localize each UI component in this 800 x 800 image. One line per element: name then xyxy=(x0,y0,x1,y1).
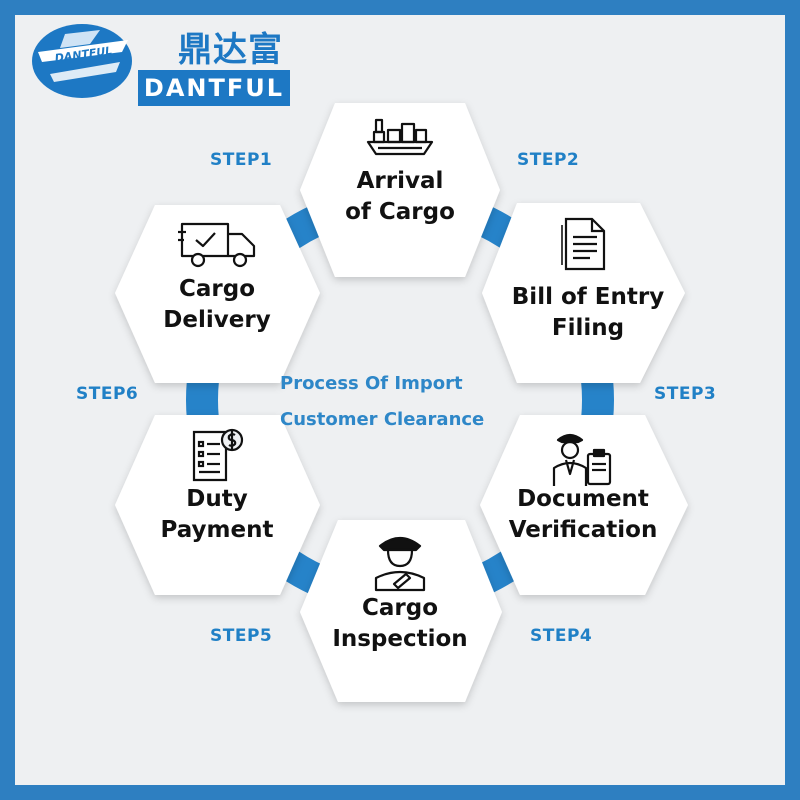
brand-emblem-icon: DANTFUL xyxy=(32,24,132,98)
step-5-label: STEP5 xyxy=(210,626,273,646)
delivery-truck-icon xyxy=(178,222,256,268)
brand-en-name: DANTFUL xyxy=(138,70,290,106)
node-bill-line2: Filing xyxy=(551,315,625,341)
hex-duty xyxy=(115,415,320,595)
step-2-label: STEP2 xyxy=(517,150,580,170)
node-delivery-line1: Cargo xyxy=(178,276,255,302)
node-arrival-label: Arrival of Cargo xyxy=(300,166,500,228)
brand-cn-name: 鼎达富 xyxy=(178,30,283,70)
node-arrival-line2: of Cargo xyxy=(345,199,455,225)
hex-bill xyxy=(482,203,685,383)
officer-clipboard-icon xyxy=(552,433,612,486)
node-bill-line1: Bill of Entry xyxy=(511,284,665,310)
hex-verification xyxy=(480,415,688,595)
step-1-label: STEP1 xyxy=(210,150,273,170)
node-verification-line2: Verification xyxy=(508,517,658,543)
step-4-label: STEP4 xyxy=(530,626,593,646)
center-title-line2: Customer Clearance xyxy=(280,409,485,430)
node-duty-line1: Duty xyxy=(186,486,248,512)
node-delivery-line2: Delivery xyxy=(163,307,271,333)
invoice-dollar-icon xyxy=(192,428,244,482)
node-verification-line1: Document xyxy=(517,486,649,512)
hex-delivery xyxy=(115,205,320,383)
node-delivery-label: Cargo Delivery xyxy=(117,274,317,336)
node-inspection-line2: Inspection xyxy=(332,626,468,652)
node-arrival-line1: Arrival xyxy=(356,168,444,194)
step-6-label: STEP6 xyxy=(76,384,139,404)
node-verification-label: Document Verification xyxy=(483,484,683,546)
node-duty-line2: Payment xyxy=(160,517,274,543)
node-inspection-line1: Cargo xyxy=(361,595,438,621)
document-icon xyxy=(561,217,606,271)
center-title: Process Of Import Customer Clearance xyxy=(280,366,530,438)
hex-inspection xyxy=(300,520,502,702)
node-inspection-label: Cargo Inspection xyxy=(300,593,500,655)
brand-logo: DANTFUL 鼎达富 DANTFUL xyxy=(30,22,300,112)
customs-officer-icon xyxy=(374,536,426,592)
cargo-ship-icon xyxy=(366,118,434,156)
node-duty-label: Duty Payment xyxy=(117,484,317,546)
center-title-line1: Process Of Import xyxy=(280,373,463,394)
step-3-label: STEP3 xyxy=(654,384,717,404)
hex-arrival xyxy=(300,103,500,277)
node-bill-label: Bill of Entry Filing xyxy=(488,282,688,344)
